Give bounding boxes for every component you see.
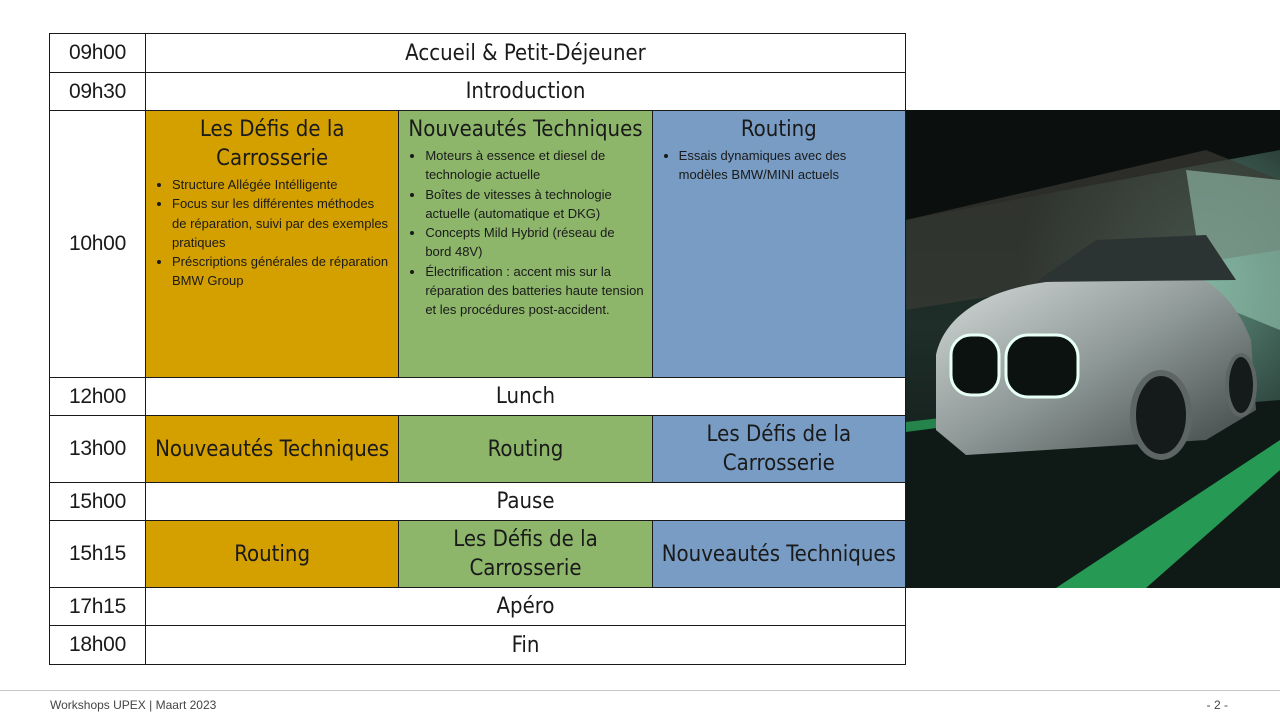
workshop-cell: Routing xyxy=(144,520,400,588)
session-cell: Accueil & Petit-Déjeuner xyxy=(145,33,906,73)
workshop-topics: Moteurs à essence et diesel de technolog… xyxy=(425,146,643,320)
topic-item: Boîtes de vitesses à technologie actuell… xyxy=(425,185,643,224)
topic-item: Préscriptions générales de réparation BM… xyxy=(172,252,390,291)
workshop-title: Nouveautés Techniques xyxy=(408,117,643,142)
footer-divider xyxy=(0,690,1280,691)
workshop-cell: Nouveautés Techniques xyxy=(144,415,400,483)
topic-item: Concepts Mild Hybrid (réseau de bord 48V… xyxy=(425,223,643,262)
topic-item: Focus sur les différentes méthodes de ré… xyxy=(172,194,390,252)
session-cell: Lunch xyxy=(145,377,906,416)
session-cell: Introduction xyxy=(145,72,906,111)
session-cell: Fin xyxy=(145,625,906,665)
time-cell: 18h00 xyxy=(49,625,146,665)
workshop-nouveautes: Nouveautés Techniques Moteurs à essence … xyxy=(398,110,653,378)
workshop-routing: Routing Essais dynamiques avec des modèl… xyxy=(651,110,907,378)
topic-item: Électrification : accent mis sur la répa… xyxy=(425,262,643,320)
workshop-cell: Les Défis de la Carrosserie xyxy=(651,415,907,483)
workshop-cell: Nouveautés Techniques xyxy=(651,520,907,588)
workshop-topics: Structure Allégée Intélligente Focus sur… xyxy=(172,175,390,291)
workshop-title: Les Défis de la Carrosserie xyxy=(199,117,345,171)
topic-item: Structure Allégée Intélligente xyxy=(172,175,390,194)
car-photo xyxy=(906,110,1280,588)
workshop-cell: Routing xyxy=(398,415,653,483)
time-cell: 17h15 xyxy=(49,587,146,626)
time-cell: 09h00 xyxy=(49,33,146,73)
workshop-carrosserie: Les Défis de la Carrosserie Structure Al… xyxy=(144,110,400,378)
page-number: - 2 - xyxy=(1206,698,1228,712)
footer-text: Workshops UPEX | Maart 2023 xyxy=(50,698,217,712)
workshop-cell: Les Défis de la Carrosserie xyxy=(398,520,653,588)
car-illustration xyxy=(906,110,1280,588)
topic-item: Essais dynamiques avec des modèles BMW/M… xyxy=(679,146,897,185)
time-cell: 15h00 xyxy=(49,482,146,521)
workshop-topics: Essais dynamiques avec des modèles BMW/M… xyxy=(679,146,897,185)
session-cell: Pause xyxy=(145,482,906,521)
time-cell: 09h30 xyxy=(49,72,146,111)
topic-item: Moteurs à essence et diesel de technolog… xyxy=(425,146,643,185)
time-cell: 13h00 xyxy=(49,415,146,483)
session-cell: Apéro xyxy=(145,587,906,626)
time-cell: 12h00 xyxy=(49,377,146,416)
schedule-table: 09h00 Accueil & Petit-Déjeuner 09h30 Int… xyxy=(49,33,907,665)
time-cell: 15h15 xyxy=(49,520,146,588)
workshop-title: Routing xyxy=(740,117,817,142)
time-cell: 10h00 xyxy=(49,110,146,378)
